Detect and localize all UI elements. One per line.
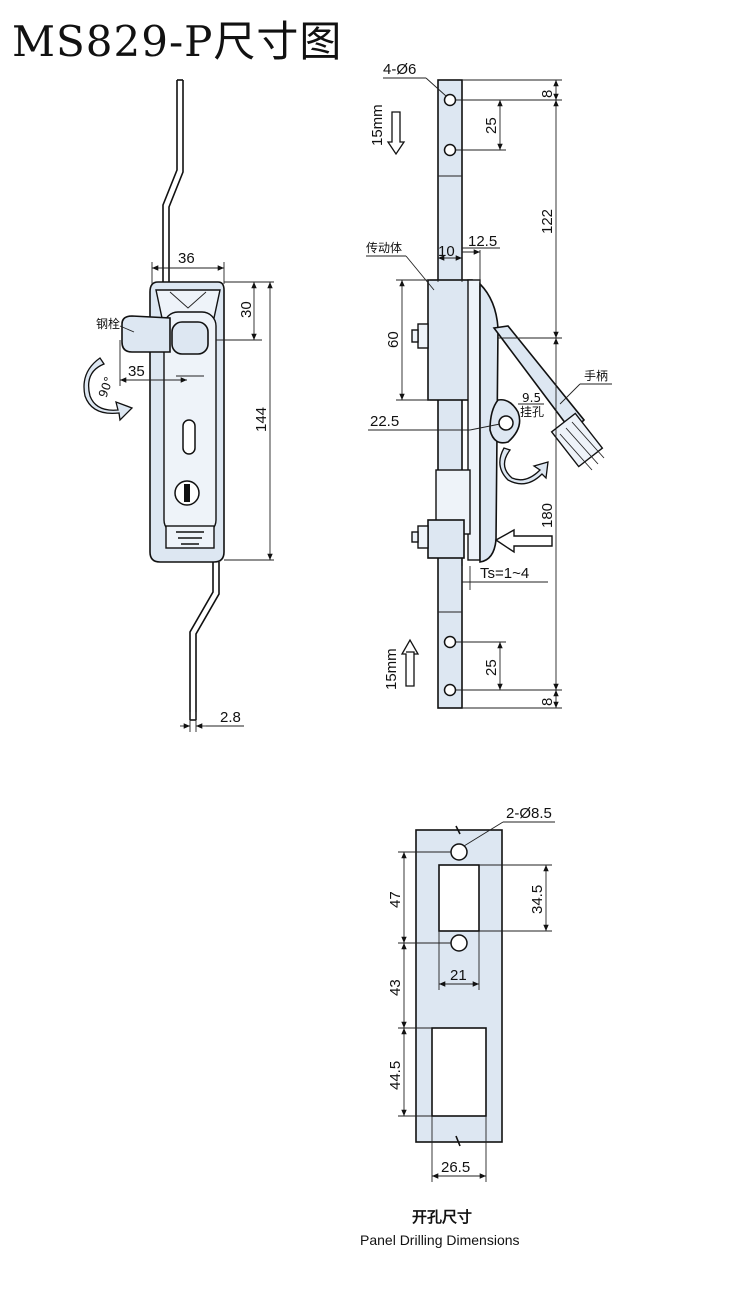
svg-text:47: 47: [387, 891, 404, 908]
travel-up-arrow-icon: [400, 638, 420, 687]
side-view: 15mm 15mm 4-Ø6 传动体 手柄 9.5 挂孔 8 25 122 10: [366, 61, 612, 709]
rod-hole: [443, 93, 457, 107]
svg-text:90°: 90°: [96, 375, 116, 400]
handle-label: 手柄: [584, 369, 608, 383]
travel-down-arrow-icon: [386, 111, 406, 156]
drive-body: [427, 279, 473, 401]
svg-text:8: 8: [539, 90, 556, 98]
svg-text:15mm: 15mm: [369, 104, 386, 146]
svg-text:9.5: 9.5: [522, 391, 541, 405]
svg-text:43: 43: [387, 979, 404, 996]
ts-range: Ts=1~4: [480, 565, 529, 582]
rod-hole: [443, 683, 457, 697]
svg-text:10: 10: [438, 243, 455, 260]
steel-bolt: [121, 315, 171, 353]
lower-rod: [189, 562, 220, 720]
side-handle: [492, 325, 586, 434]
dim-rod-thickness: 2.8: [220, 709, 241, 726]
hang-hole-label: 挂孔: [520, 405, 544, 419]
svg-text:122: 122: [539, 209, 556, 234]
drill-holes-label: 2-Ø8.5: [506, 805, 552, 822]
svg-text:21: 21: [450, 967, 467, 984]
drilling-caption-en: Panel Drilling Dimensions: [360, 1232, 520, 1248]
page-title: MS829-P尺寸图: [12, 17, 343, 66]
svg-text:44.5: 44.5: [387, 1061, 404, 1090]
front-view: 钢栓 90° 36 30 144 35 2.8: [83, 79, 274, 732]
bolt-label: 钢栓: [96, 316, 120, 331]
rod-hole: [443, 143, 457, 157]
mount-hole-bottom: [450, 934, 468, 952]
drilling-caption-cn: 开孔尺寸: [412, 1208, 473, 1226]
svg-text:60: 60: [385, 331, 402, 348]
dim-width: 36: [178, 250, 195, 267]
svg-text:12.5: 12.5: [468, 233, 497, 250]
holes-label: 4-Ø6: [383, 61, 416, 78]
panel-drilling-diagram: 2-Ø8.5 47 34.5 21 43 44.5 26.5: [387, 805, 555, 1182]
svg-text:34.5: 34.5: [529, 885, 546, 914]
push-arrow-icon: [494, 528, 553, 554]
handle-rotation-icon: [499, 447, 549, 485]
drive-body-label: 传动体: [366, 240, 402, 255]
svg-text:25: 25: [483, 659, 500, 676]
mount-hole-top: [450, 843, 468, 861]
dim-bolt-offset: 35: [128, 363, 145, 380]
svg-text:15mm: 15mm: [383, 648, 400, 690]
upper-rod: [162, 80, 184, 282]
rotation-arrow-icon: [83, 357, 134, 422]
svg-text:26.5: 26.5: [441, 1159, 470, 1176]
dim-top-height: 30: [238, 301, 255, 318]
svg-text:22.5: 22.5: [370, 413, 399, 430]
svg-text:8: 8: [539, 698, 556, 706]
upper-slot: [438, 864, 480, 932]
svg-text:180: 180: [539, 503, 556, 528]
svg-text:25: 25: [483, 117, 500, 134]
handle-slot: [182, 419, 196, 455]
rod-hole: [443, 635, 457, 649]
lower-cutout: [431, 1027, 487, 1117]
dim-height: 144: [253, 407, 270, 432]
